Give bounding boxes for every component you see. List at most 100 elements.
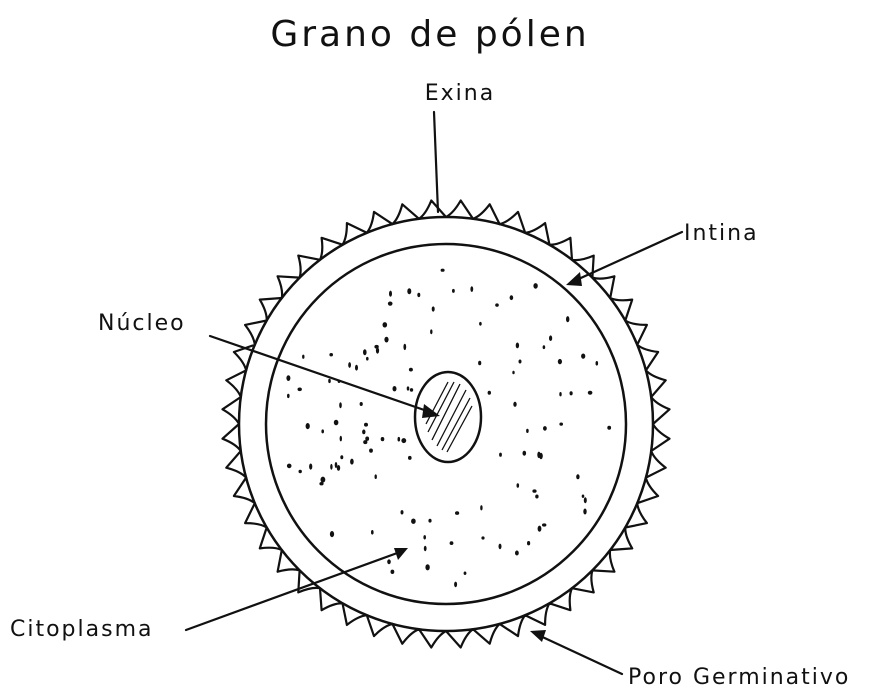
cytoplasm-dot bbox=[319, 482, 323, 485]
cytoplasm-dot bbox=[299, 470, 302, 473]
arrowhead-poro-germinativo bbox=[530, 630, 546, 642]
cytoplasm-dot bbox=[403, 344, 406, 350]
cytoplasm-dot bbox=[535, 495, 538, 499]
exine-wall bbox=[239, 217, 653, 631]
cytoplasm-dot bbox=[330, 531, 334, 537]
cytoplasm-dot bbox=[330, 464, 332, 470]
cytoplasm-dot bbox=[328, 379, 331, 383]
cytoplasm-dot bbox=[432, 306, 435, 311]
cytoplasm-dot bbox=[369, 449, 373, 453]
cytoplasm-dot bbox=[488, 391, 491, 395]
cytoplasm-dot bbox=[570, 391, 573, 395]
cytoplasm-dot bbox=[596, 361, 599, 366]
cytoplasm-dot bbox=[411, 519, 416, 524]
cytoplasm-dot bbox=[430, 329, 432, 334]
label-nucleo: Núcleo bbox=[98, 311, 186, 336]
cytoplasm-granules bbox=[286, 269, 611, 588]
cytoplasm-dot bbox=[481, 536, 484, 539]
cytoplasm-dot bbox=[375, 474, 377, 479]
cytoplasm-dot bbox=[479, 322, 482, 326]
cytoplasm-dot bbox=[581, 354, 585, 359]
cytoplasm-dot bbox=[559, 392, 561, 396]
cytoplasm-dot bbox=[537, 452, 540, 458]
label-exina: Exina bbox=[425, 81, 495, 106]
cytoplasm-dot bbox=[417, 293, 420, 297]
cytoplasm-dot bbox=[470, 286, 473, 292]
cytoplasm-dot bbox=[455, 511, 459, 515]
cytoplasm-dot bbox=[607, 426, 611, 430]
cytoplasm-dot bbox=[549, 335, 552, 341]
cytoplasm-dot bbox=[339, 402, 342, 408]
cytoplasm-dot bbox=[450, 541, 454, 545]
cytoplasm-dot bbox=[519, 360, 522, 364]
cytoplasm-dot bbox=[454, 582, 457, 588]
cytoplasm-dot bbox=[350, 459, 354, 465]
cytoplasm-dot bbox=[401, 510, 404, 514]
cytoplasm-dot bbox=[566, 316, 569, 322]
cytoplasm-dot bbox=[348, 362, 351, 368]
cytoplasm-dot bbox=[366, 357, 369, 361]
cytoplasm-dot bbox=[425, 564, 429, 570]
cytoplasm-dot bbox=[584, 497, 587, 503]
cytoplasm-dot bbox=[384, 337, 388, 343]
cytoplasm-dot bbox=[512, 371, 514, 375]
cytoplasm-dot bbox=[393, 386, 397, 391]
cytoplasm-dot bbox=[576, 474, 579, 479]
cytoplasm-dot bbox=[559, 423, 563, 426]
cytoplasm-dot bbox=[387, 559, 391, 564]
label-poro-germinativo: Poro Germinativo bbox=[628, 665, 850, 690]
cytoplasm-dot bbox=[527, 541, 530, 545]
nucleus-hatching bbox=[426, 382, 472, 452]
cytoplasm-dot bbox=[538, 526, 542, 532]
cytoplasm-dot bbox=[391, 570, 395, 574]
cytoplasm-dot bbox=[478, 361, 481, 366]
cytoplasm-dot bbox=[499, 453, 502, 457]
cytoplasm-dot bbox=[363, 349, 367, 355]
cytoplasm-dot bbox=[423, 535, 426, 539]
cytoplasm-dot bbox=[340, 436, 342, 442]
cytoplasm-dot bbox=[306, 423, 310, 429]
label-citoplasma: Citoplasma bbox=[10, 617, 154, 642]
diagram-title: Grano de pólen bbox=[270, 14, 589, 55]
cytoplasm-dot bbox=[383, 322, 388, 327]
cytoplasm-dot bbox=[582, 495, 585, 498]
label-intina: Intina bbox=[684, 221, 759, 246]
cytoplasm-dot bbox=[355, 365, 358, 371]
cytoplasm-dot bbox=[543, 345, 546, 349]
cytoplasm-dot bbox=[287, 394, 290, 398]
cytoplasm-dot bbox=[515, 551, 519, 556]
cytoplasm-dot bbox=[388, 302, 393, 306]
cytoplasm-dot bbox=[371, 530, 374, 535]
cytoplasm-dot bbox=[287, 464, 292, 469]
cytoplasm-dot bbox=[583, 509, 586, 515]
cytoplasm-dot bbox=[516, 343, 519, 349]
cytoplasm-dot bbox=[526, 429, 529, 433]
cytoplasm-dot bbox=[381, 437, 385, 441]
cytoplasm-dot bbox=[407, 288, 411, 294]
cytoplasm-dot bbox=[517, 483, 520, 488]
intine-wall bbox=[266, 244, 626, 604]
cytoplasm-dot bbox=[337, 465, 340, 471]
cytoplasm-dot bbox=[588, 391, 593, 395]
cytoplasm-dot bbox=[401, 438, 406, 443]
cytoplasm-dot bbox=[523, 451, 527, 456]
cytoplasm-dot bbox=[495, 303, 499, 306]
cytoplasm-dot bbox=[389, 291, 392, 297]
cytoplasm-dot bbox=[363, 440, 367, 444]
cytoplasm-dot bbox=[334, 420, 339, 426]
cytoplasm-dot bbox=[360, 402, 363, 406]
arrowhead-intina bbox=[566, 272, 582, 286]
cytoplasm-dot bbox=[513, 402, 516, 407]
cytoplasm-dot bbox=[424, 546, 427, 551]
leader-nucleo bbox=[210, 336, 430, 412]
cytoplasm-dot bbox=[408, 456, 412, 460]
cytoplasm-dot bbox=[329, 353, 333, 356]
cytoplasm-dot bbox=[340, 455, 343, 459]
cytoplasm-dot bbox=[510, 295, 514, 300]
cytoplasm-dot bbox=[298, 388, 302, 392]
cytoplasm-dot bbox=[302, 355, 304, 359]
cytoplasm-dot bbox=[452, 289, 455, 293]
cytoplasm-dot bbox=[441, 269, 445, 272]
cytoplasm-dot bbox=[542, 523, 546, 526]
cytoplasm-dot bbox=[309, 464, 312, 470]
